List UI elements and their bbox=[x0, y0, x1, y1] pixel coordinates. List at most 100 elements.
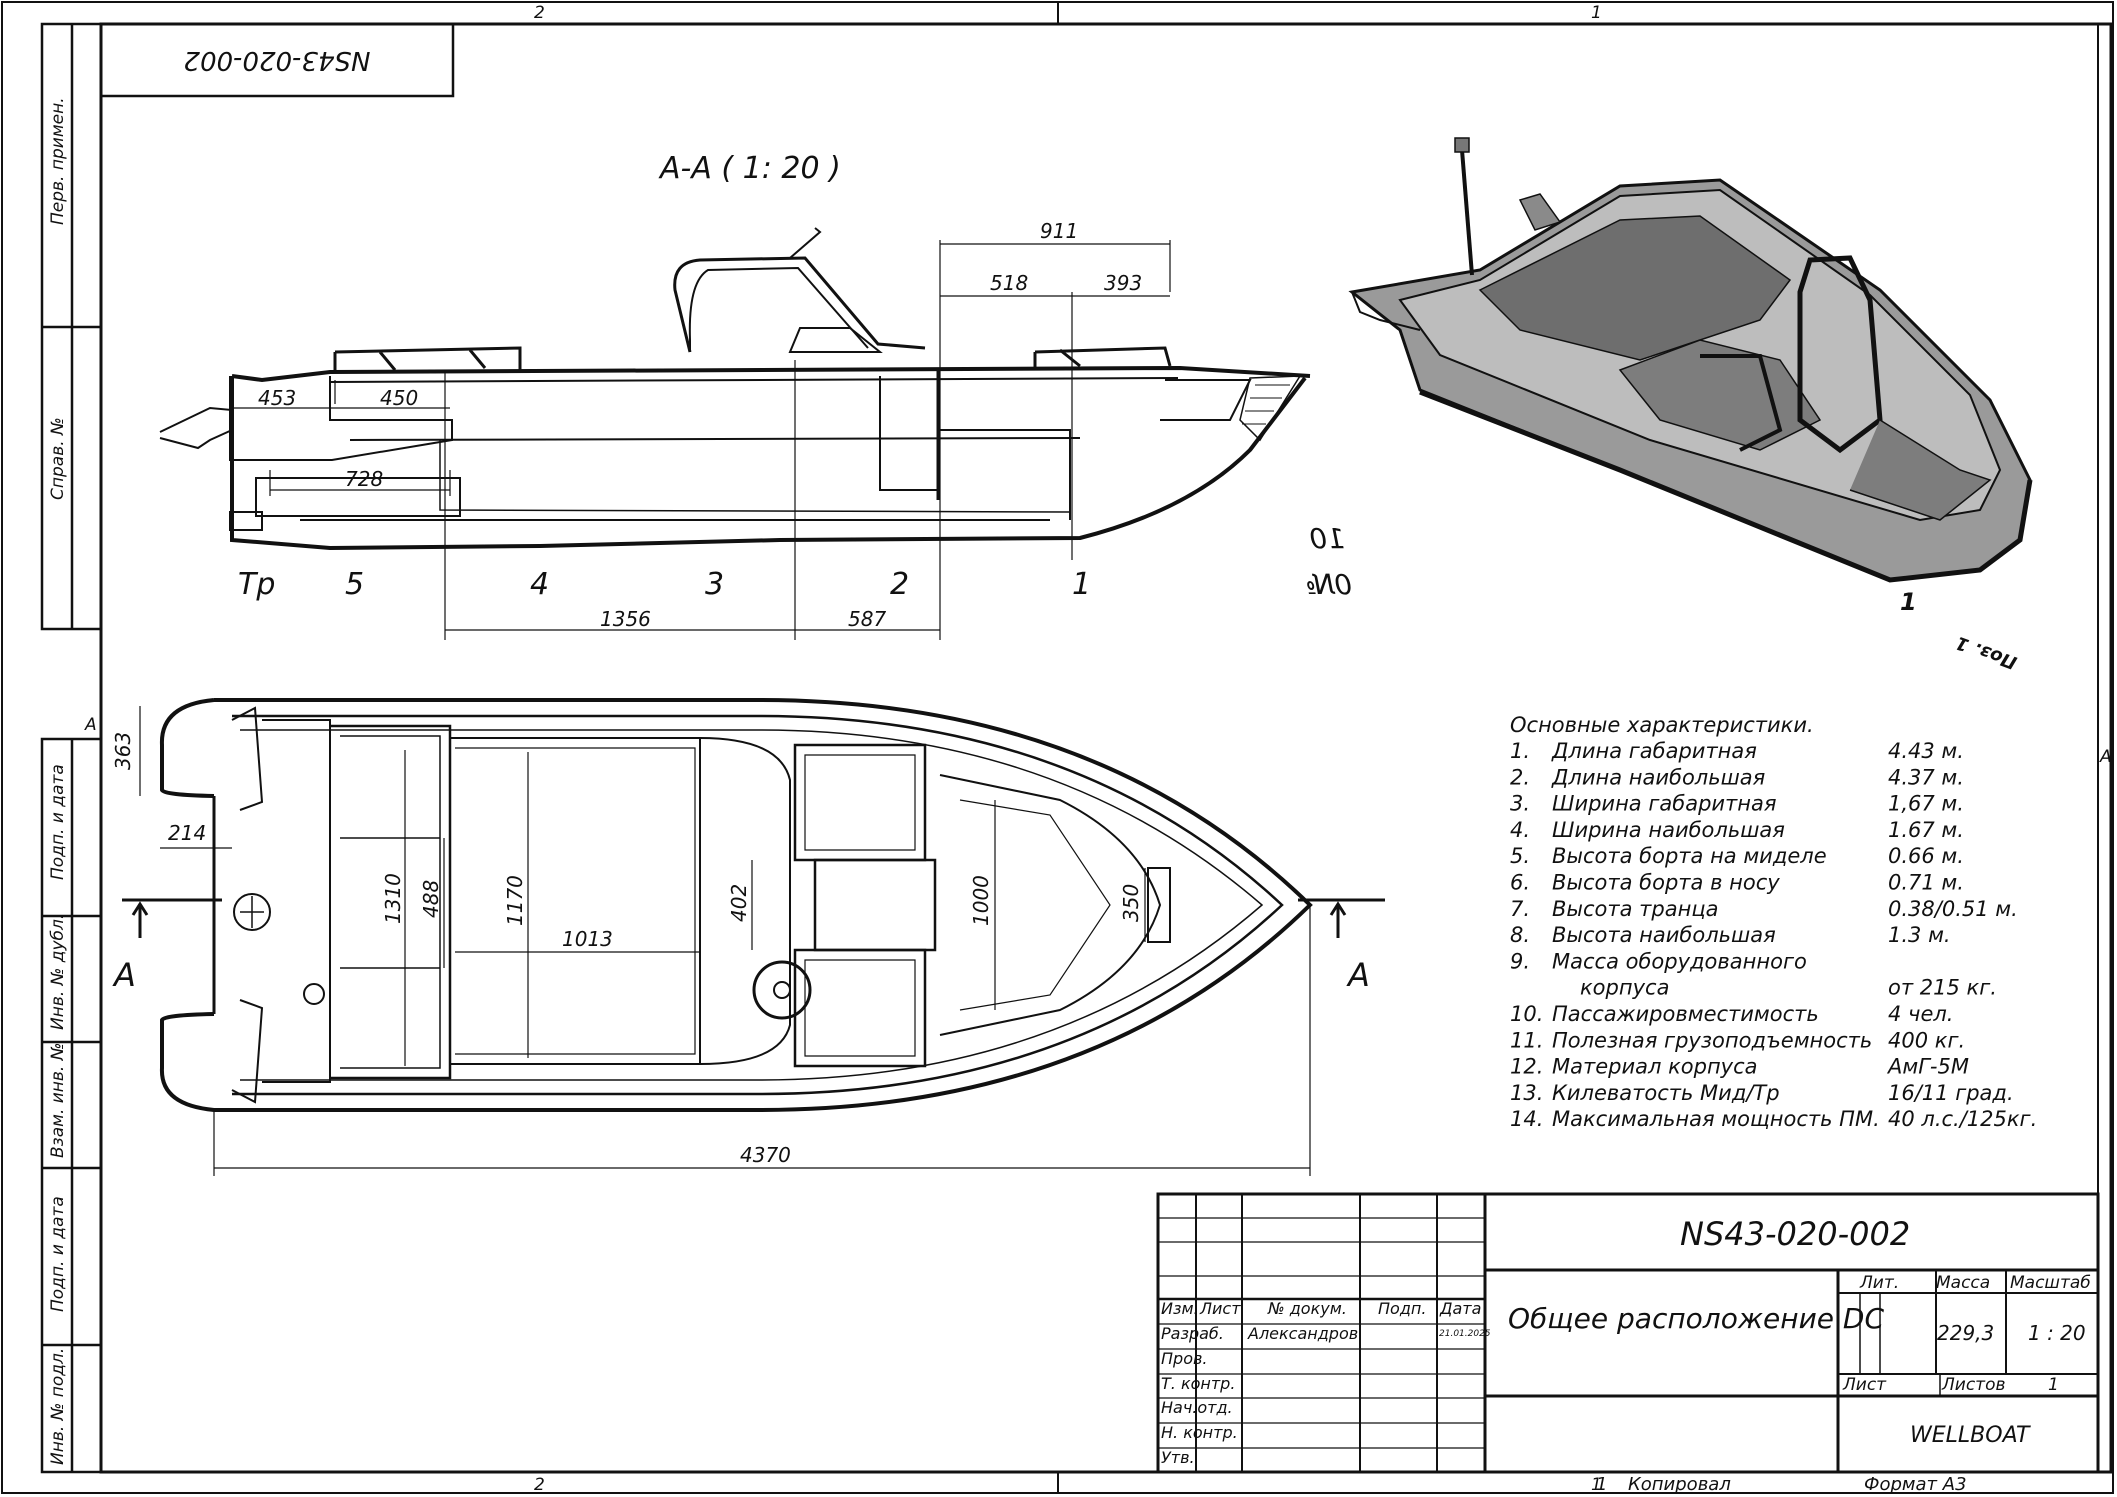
plan-view: А А 363 214 1310 488 1170 1013 402 1000 … bbox=[111, 698, 1385, 1176]
characteristic-label: Высота борта в носу bbox=[1552, 871, 1780, 895]
tb-listov: Листов bbox=[1941, 1375, 2006, 1395]
characteristic-number: 3. bbox=[1510, 792, 1530, 816]
iso-note: Поз. 1 bbox=[1953, 632, 2020, 673]
characteristic-value: 1,67 м. bbox=[1888, 792, 1964, 816]
characteristic-value: 4.43 м. bbox=[1888, 739, 1964, 763]
zone-side-left: A bbox=[84, 715, 97, 735]
dim-450: 450 bbox=[380, 386, 418, 410]
characteristic-value: 0.38/0.51 м. bbox=[1888, 897, 2018, 921]
tb-razrab: Разраб. bbox=[1161, 1324, 1224, 1343]
tb-company: WELLBOAT bbox=[1910, 1423, 2031, 1448]
tb-nachotd: Нач.отд. bbox=[1161, 1398, 1233, 1417]
characteristic-number: 8. bbox=[1510, 923, 1530, 947]
section-mark-left: А bbox=[112, 956, 136, 994]
stamp-perv-primen: Перв. примен. bbox=[48, 97, 68, 225]
characteristic-label: Килеватость Мид/Тр bbox=[1552, 1081, 1780, 1105]
iso-callout: 1 bbox=[1900, 588, 1917, 616]
tb-h-list: Лист bbox=[1199, 1299, 1241, 1318]
dim-1013: 1013 bbox=[562, 927, 613, 951]
characteristics-title: Основные характеристики. bbox=[1510, 713, 1814, 737]
section-view: А-А ( 1: 20 ) bbox=[159, 151, 1352, 640]
characteristic-number: 5. bbox=[1510, 844, 1530, 868]
characteristics-list: Основные характеристики. 1.Длина габарит… bbox=[1510, 713, 2037, 1131]
tb-razrab-date: 21.01.2025 bbox=[1439, 1329, 1491, 1339]
dim-1000: 1000 bbox=[969, 875, 993, 926]
tb-h-doc: № докум. bbox=[1267, 1299, 1347, 1318]
dim-1170: 1170 bbox=[503, 875, 527, 926]
characteristic-label: Высота наибольшая bbox=[1552, 923, 1776, 947]
tb-utv: Утв. bbox=[1161, 1448, 1195, 1467]
frame-1: 1 bbox=[1072, 567, 1091, 602]
dim-488: 488 bbox=[419, 880, 443, 918]
characteristic-value: 0.71 м. bbox=[1888, 871, 1964, 895]
copied-num: 1 bbox=[1596, 1474, 1607, 1495]
characteristic-label: Ширина габаритная bbox=[1552, 792, 1777, 816]
hull-gunwale-line bbox=[231, 365, 1311, 383]
zone-bottom-right: 1 bbox=[1591, 1475, 1602, 1495]
dim-911: 911 bbox=[1040, 219, 1078, 243]
characteristic-number: 14. bbox=[1510, 1107, 1543, 1131]
section-mark-right: А bbox=[1346, 956, 1370, 994]
characteristic-value: 4 чел. bbox=[1888, 1002, 1953, 1026]
dim-587: 587 bbox=[848, 607, 886, 631]
stamp-podp-data-1: Подп. и дата bbox=[48, 764, 68, 880]
format-label: Формат А3 bbox=[1864, 1474, 1967, 1495]
section-title: А-А ( 1: 20 ) bbox=[658, 151, 841, 186]
characteristic-label: Полезная грузоподъемность bbox=[1552, 1028, 1872, 1052]
tb-massa-val: 229,3 bbox=[1937, 1321, 1994, 1345]
stamp-vzam-inv: Взам. инв. № bbox=[48, 1043, 68, 1158]
characteristic-label: Пассажировместимость bbox=[1552, 1002, 1819, 1026]
top-code-box bbox=[99, 22, 455, 98]
dim-350: 350 bbox=[1119, 884, 1143, 922]
frame-2: 2 bbox=[890, 567, 909, 602]
stamp-podp-data-2: Подп. и дата bbox=[48, 1196, 68, 1312]
characteristic-label: корпуса bbox=[1580, 976, 1669, 1000]
characteristic-number: 7. bbox=[1510, 897, 1530, 921]
tb-h-data: Дата bbox=[1439, 1299, 1481, 1318]
tb-h-podp: Подп. bbox=[1378, 1299, 1426, 1318]
copied-label: Копировал bbox=[1628, 1474, 1731, 1495]
characteristic-number: 4. bbox=[1510, 818, 1530, 842]
frame-3: 3 bbox=[705, 567, 724, 602]
characteristic-value: 40 л.с./125кг. bbox=[1888, 1107, 2037, 1131]
characteristic-number: 11. bbox=[1510, 1028, 1543, 1052]
stamp-sprav: Справ. № bbox=[48, 417, 68, 500]
zone-bottom-left: 2 bbox=[534, 1475, 545, 1495]
tb-h-izm: Изм. bbox=[1161, 1299, 1199, 1318]
dim-518: 518 bbox=[990, 271, 1028, 295]
characteristic-value: от 215 кг. bbox=[1888, 976, 1997, 1000]
top-code-mirrored: NS43-020-002 bbox=[183, 45, 370, 75]
characteristic-label: Максимальная мощность ПМ. bbox=[1552, 1107, 1880, 1131]
zone-top-right: 1 bbox=[1591, 3, 1602, 23]
dim-1356: 1356 bbox=[600, 607, 651, 631]
tb-name: Общее расположение DC bbox=[1508, 1302, 1884, 1335]
characteristic-value: АмГ-5М bbox=[1886, 1055, 1969, 1079]
iso-windshield bbox=[1797, 255, 1883, 454]
dim-393: 393 bbox=[1104, 271, 1142, 295]
dim-214: 214 bbox=[168, 821, 206, 845]
stamp-inv-podl: Инв. № подл. bbox=[48, 1348, 68, 1465]
frame-5: 5 bbox=[345, 567, 364, 602]
tb-prov: Пров. bbox=[1161, 1349, 1208, 1368]
frame-4: 4 bbox=[530, 567, 549, 602]
characteristic-number: 9. bbox=[1510, 949, 1530, 973]
title-block bbox=[1156, 1192, 2100, 1474]
tb-tkontr: Т. контр. bbox=[1161, 1374, 1235, 1393]
iso-view: 1 Поз. 1 bbox=[1348, 137, 2033, 673]
frame-tr: Тр bbox=[238, 567, 275, 602]
characteristic-number: 13. bbox=[1510, 1081, 1543, 1105]
characteristic-label: Длина наибольшая bbox=[1551, 765, 1765, 789]
tb-code: NS43-020-002 bbox=[1680, 1215, 1910, 1253]
characteristic-value: 4.37 м. bbox=[1888, 765, 1964, 789]
characteristic-label: Ширина наибольшая bbox=[1552, 818, 1785, 842]
tb-nkontr: Н. контр. bbox=[1161, 1423, 1238, 1442]
tb-massa: Масса bbox=[1936, 1273, 1990, 1293]
characteristic-number: 6. bbox=[1510, 871, 1530, 895]
stamp-inv-dubl: Инв. № дубл. bbox=[48, 914, 68, 1030]
characteristic-value: 1.3 м. bbox=[1888, 923, 1951, 947]
characteristic-value: 0.66 м. bbox=[1888, 844, 1964, 868]
tb-lit: Лит. bbox=[1859, 1273, 1899, 1293]
side-stamp bbox=[40, 22, 103, 1474]
characteristic-number: 10. bbox=[1510, 1002, 1543, 1026]
